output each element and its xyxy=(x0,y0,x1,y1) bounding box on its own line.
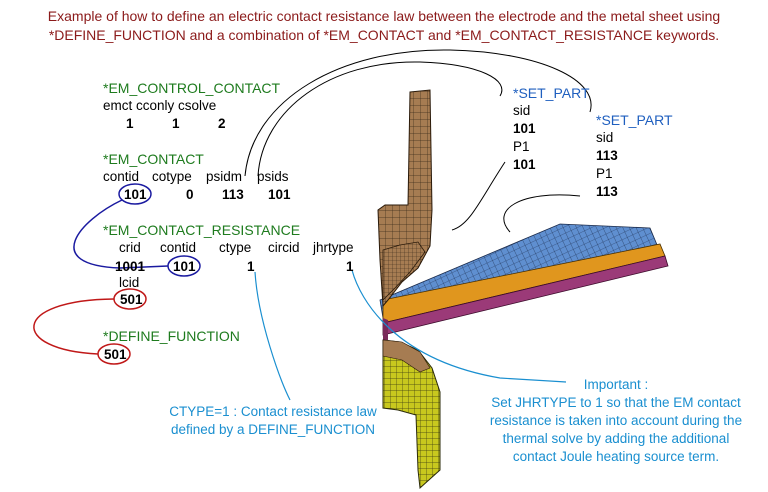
sheet-front-face xyxy=(383,318,388,340)
field-psids: psids xyxy=(257,169,289,184)
important-note-heading: Important : xyxy=(583,377,649,392)
set-part-113-keyword: *SET_PART xyxy=(596,112,673,128)
ctype-note-line-1: CTYPE=1 : Contact resistance law xyxy=(169,404,377,419)
crid-value: 1001 xyxy=(115,259,146,274)
set-part-113-leader xyxy=(503,194,581,233)
em-contact-contid-circle xyxy=(118,183,152,205)
field-cotype: cotype xyxy=(152,169,192,184)
psidm-connector xyxy=(257,61,503,177)
ctype-value: 1 xyxy=(247,259,255,274)
em-contact-cotype-value: 0 xyxy=(186,187,194,202)
bottom-electrode-tip xyxy=(382,339,431,373)
set-part-113-p1-label: P1 xyxy=(596,166,613,181)
define-function-keyword: *DEFINE_FUNCTION xyxy=(103,328,240,344)
jhrtype-value: 1 xyxy=(346,259,354,274)
ctype-note-line-2: defined by a DEFINE_FUNCTION xyxy=(170,422,376,437)
em-contact-resistance-keyword: *EM_CONTACT_RESISTANCE xyxy=(103,222,301,238)
define-function-value: 501 xyxy=(104,347,127,362)
em-contact-keyword: *EM_CONTACT xyxy=(103,151,204,167)
em-control-contact-keyword: *EM_CONTROL_CONTACT xyxy=(103,80,281,96)
title-line-2: *DEFINE_FUNCTION and a combination of *E… xyxy=(48,27,720,43)
set-part-113-sid-label: sid xyxy=(596,130,614,145)
lcid-value: 501 xyxy=(120,292,143,307)
field-crid: crid xyxy=(119,240,141,255)
em-contact-psids-value: 101 xyxy=(268,187,291,202)
important-note-line-2: resistance is taken into account during … xyxy=(489,413,743,428)
field-lcid: lcid xyxy=(119,275,140,290)
set-part-101-keyword: *SET_PART xyxy=(513,85,590,101)
set-part-101-p1-value: 101 xyxy=(513,157,536,172)
jhrtype-leader xyxy=(351,269,567,383)
field-contid-2: contid xyxy=(160,240,197,255)
cconly-value: 1 xyxy=(172,116,180,131)
em-contact-contid-value: 101 xyxy=(124,187,147,202)
lcid-connector xyxy=(33,298,115,355)
bottom-electrode xyxy=(382,339,441,490)
em-contact-resistance-contid-value: 101 xyxy=(173,259,196,274)
title-line-1: Example of how to define an electric con… xyxy=(47,8,721,24)
em-contact-psidm-value: 113 xyxy=(222,187,244,202)
field-circid: circid xyxy=(268,240,300,255)
set-part-113-p1-value: 113 xyxy=(596,184,618,199)
important-note-line-1: Set JHRTYPE to 1 so that the EM contact xyxy=(491,395,741,410)
contid-connector xyxy=(73,199,169,269)
csolve-value: 2 xyxy=(218,116,226,131)
psids-connector xyxy=(244,49,592,177)
field-psidm: psidm xyxy=(206,169,243,184)
important-note-line-3: thermal solve by adding the additional xyxy=(502,431,730,446)
ctype-leader xyxy=(254,271,291,401)
set-part-101-p1-label: P1 xyxy=(513,139,530,154)
set-part-101-sid-value: 101 xyxy=(513,121,536,136)
field-ctype: ctype xyxy=(219,240,252,255)
set-part-101-leader xyxy=(451,161,506,231)
em-control-contact-fields: emct cconly csolve xyxy=(103,98,217,113)
top-electrode-tip xyxy=(382,241,426,301)
field-jhrtype: jhrtype xyxy=(313,240,354,255)
field-contid: contid xyxy=(103,169,140,184)
set-part-101-sid-label: sid xyxy=(513,103,531,118)
emct-value: 1 xyxy=(126,116,134,131)
important-note-line-4: contact Joule heating source term. xyxy=(512,449,720,464)
set-part-113-sid-value: 113 xyxy=(596,148,618,163)
